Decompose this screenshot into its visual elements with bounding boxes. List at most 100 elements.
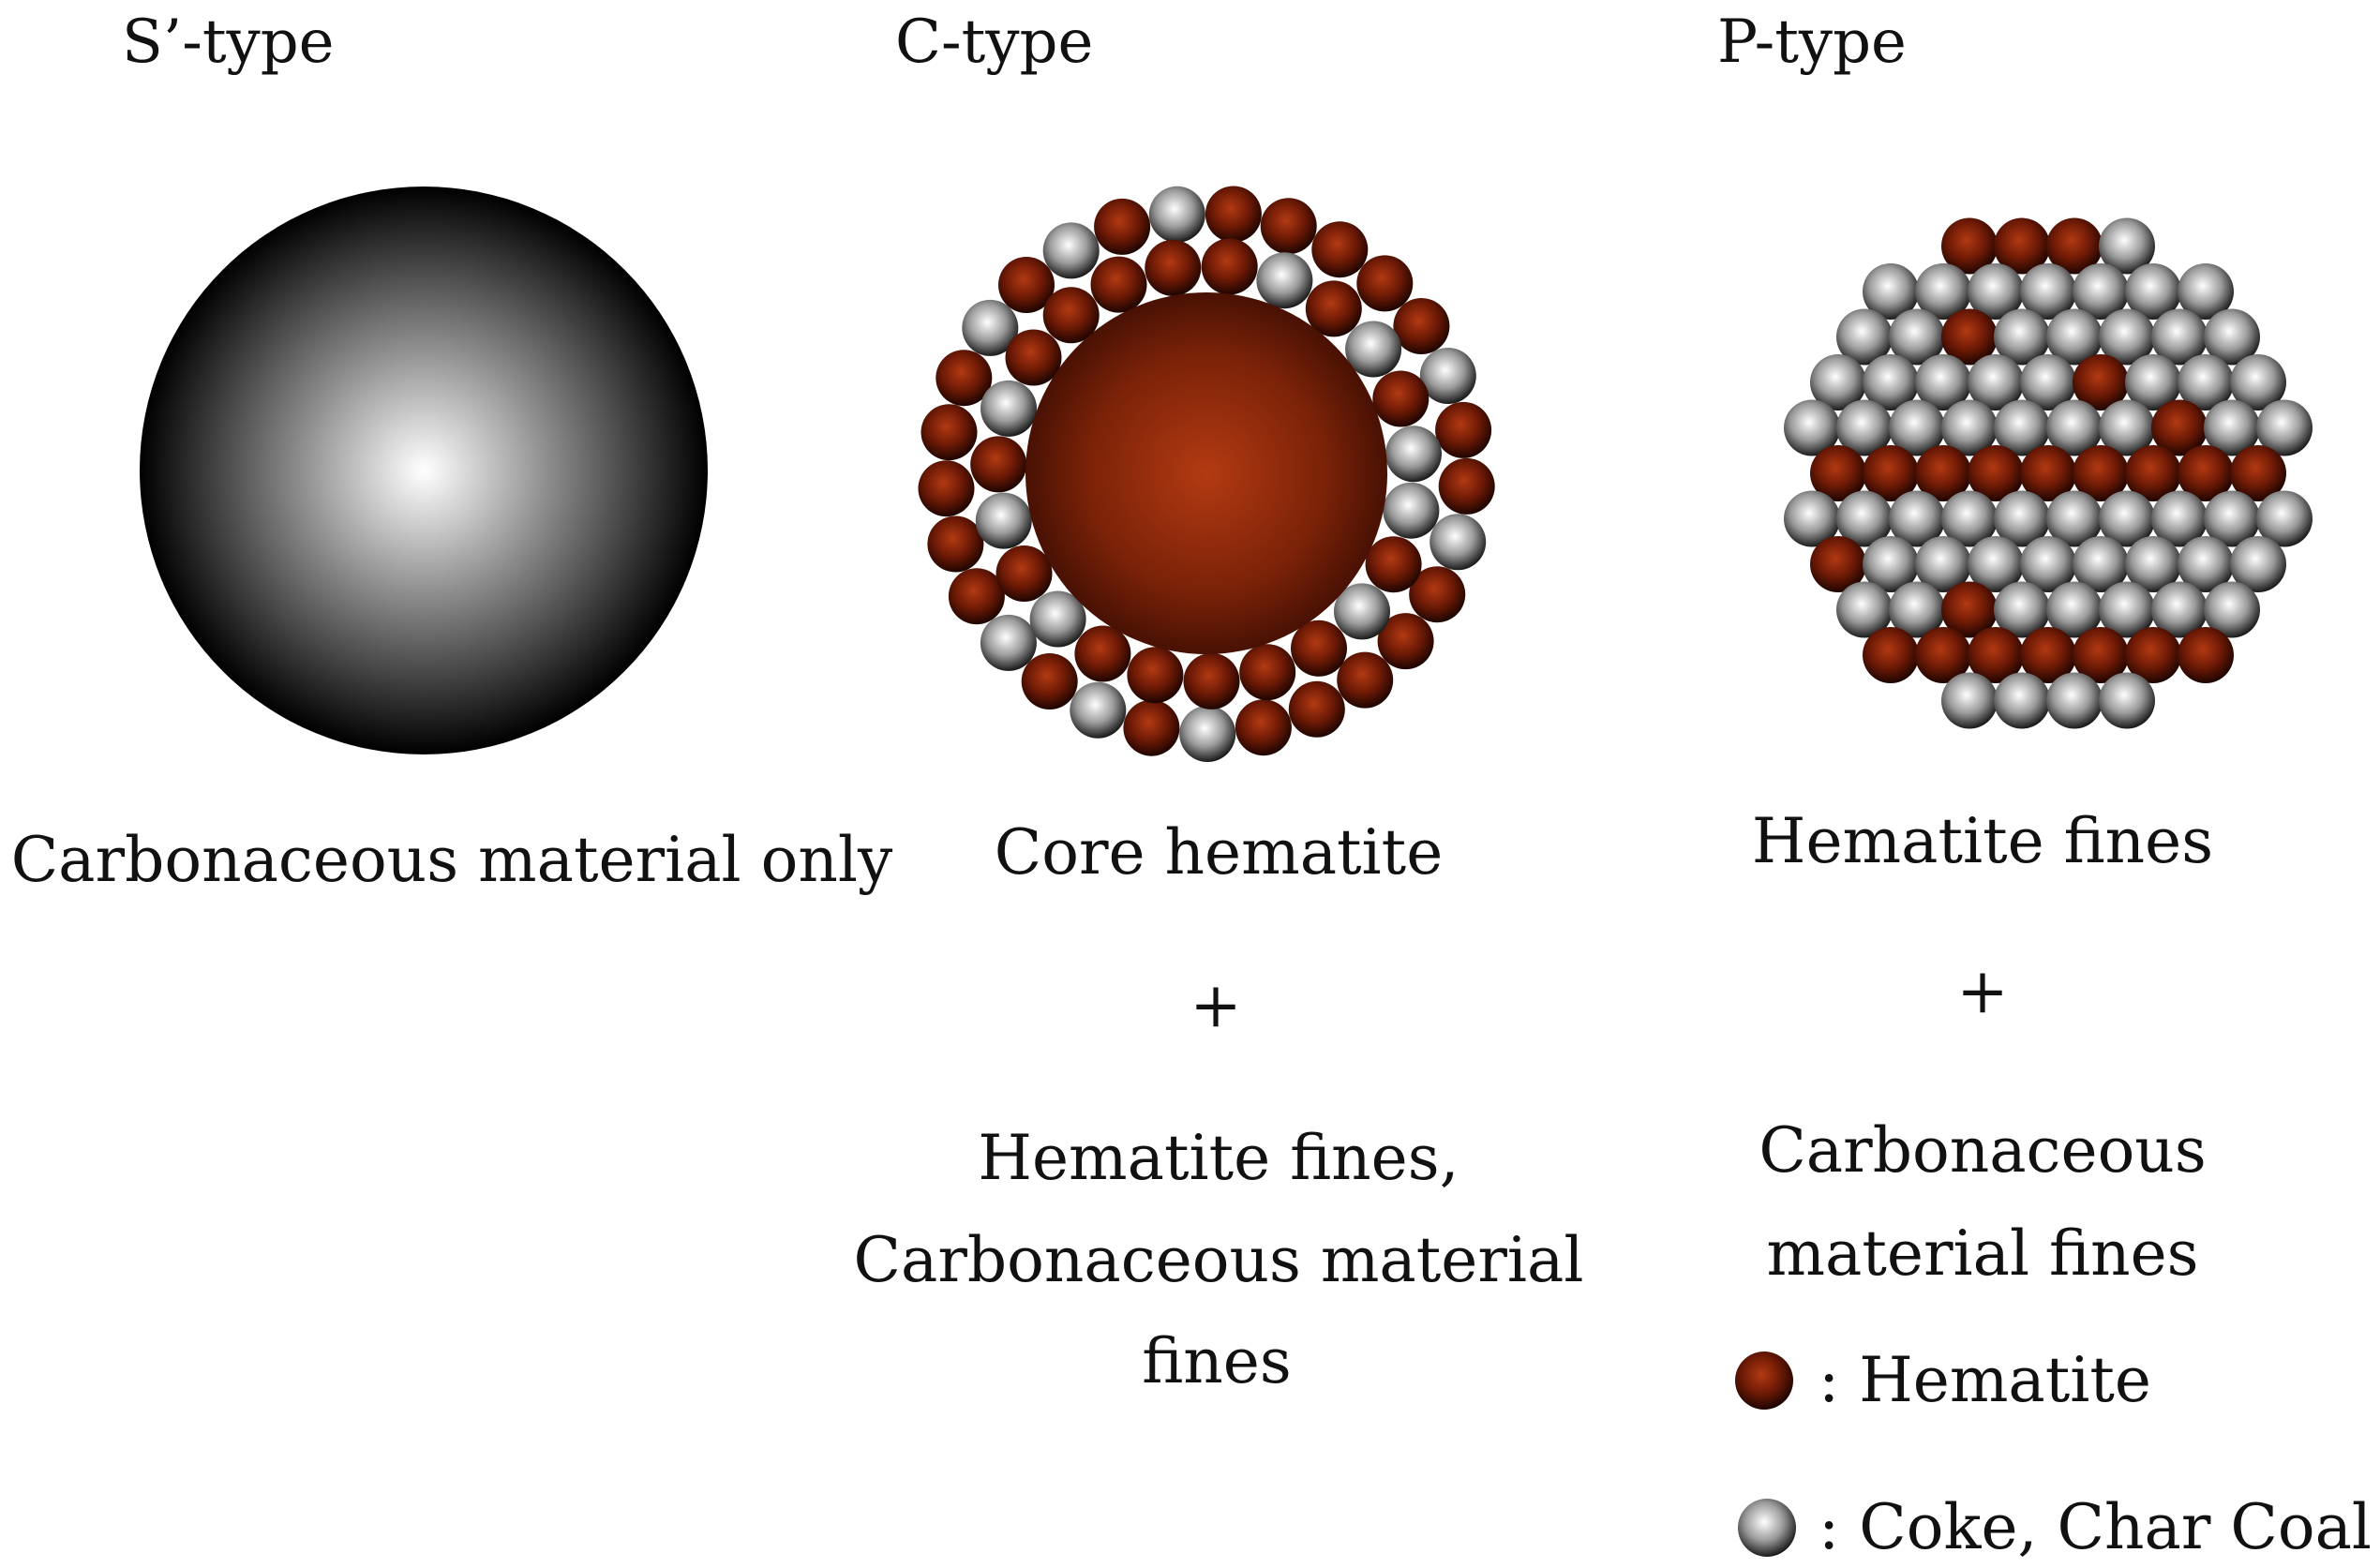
carbon-particle (1383, 482, 1440, 539)
carbon-particle (2230, 536, 2286, 592)
carbon-particle (2125, 536, 2181, 592)
carbon-particle (2046, 308, 2103, 366)
legend-hematite-icon (1735, 1351, 1793, 1410)
hematite-particle (1311, 221, 1369, 278)
carbon-particle (1863, 536, 1919, 592)
carbon-particle (2099, 672, 2155, 729)
carbon-particle (980, 380, 1037, 437)
s-type-caption: Carbonaceous material only (11, 824, 893, 896)
carbon-particle (1994, 399, 2050, 456)
hematite-particle (1291, 620, 1347, 677)
carbon-particle (1042, 222, 1100, 279)
p-type-mixed-fines (1784, 217, 2313, 729)
hematite-particle (1239, 644, 1296, 701)
carbon-particle (1836, 581, 1893, 638)
carbon-particle (1915, 354, 1971, 411)
p-type-plus: + (1956, 955, 2008, 1027)
carbon-particle (2125, 263, 2181, 320)
carbon-particle (2151, 581, 2208, 638)
carbon-particle (1941, 490, 1998, 547)
hematite-particle (2178, 627, 2234, 683)
carbon-particle (1784, 490, 1840, 547)
hematite-particle (921, 404, 978, 461)
carbon-particle (2178, 263, 2234, 320)
hematite-particle (1968, 445, 2024, 501)
carbon-particle (1429, 514, 1487, 571)
hematite-particle (1205, 186, 1262, 243)
hematite-particle (2073, 627, 2129, 683)
carbon-particle (1836, 399, 1893, 456)
carbon-particle (1994, 672, 2050, 729)
hematite-particle (1915, 445, 1971, 501)
carbon-particle (2046, 581, 2103, 638)
carbon-particle (1345, 321, 1402, 378)
carbon-particle (1419, 348, 1476, 404)
carbon-particle (1941, 399, 1998, 456)
hematite-particle (1941, 581, 1998, 638)
carbon-particle (1994, 308, 2050, 366)
carbon-particle (1256, 252, 1313, 309)
hematite-particle (1288, 680, 1345, 738)
hematite-particle (1201, 238, 1258, 295)
carbon-particle (2256, 490, 2313, 547)
hematite-particle (2230, 445, 2286, 501)
carbon-particle (2046, 399, 2103, 456)
hematite-particle (1021, 653, 1078, 709)
c-type-plus: + (1190, 969, 1241, 1041)
carbon-particle (1836, 308, 1893, 366)
hematite-particle (1915, 627, 1971, 683)
carbon-particle (2073, 536, 2129, 592)
carbon-particle (1810, 354, 1866, 411)
carbon-particle (1968, 354, 2024, 411)
carbon-particle (2073, 263, 2129, 320)
carbon-particle (980, 614, 1037, 671)
hematite-particle (1305, 280, 1362, 337)
hematite-particle (927, 515, 984, 573)
hematite-particle (2020, 627, 2076, 683)
hematite-particle (2178, 445, 2234, 501)
hematite-particle (1435, 401, 1492, 458)
hematite-particle (1042, 287, 1100, 344)
carbon-particle (1836, 490, 1893, 547)
legend-hematite-label: : Hematite (1819, 1344, 2151, 1416)
hematite-particle (1260, 198, 1317, 255)
carbon-particle (1334, 583, 1390, 640)
hematite-particle (1127, 647, 1184, 704)
carbon-particle (2256, 399, 2313, 456)
carbon-particle (2125, 354, 2181, 411)
carbon-particle (2204, 490, 2260, 547)
hematite-particle (1941, 217, 1998, 275)
c-type-caption-fines-2: Carbonaceous material (854, 1224, 1584, 1296)
hematite-particle (1810, 536, 1866, 592)
hematite-particle (2125, 445, 2181, 501)
carbon-particle (2099, 399, 2155, 456)
carbon-particle (1863, 263, 1919, 320)
carbon-particle (1994, 581, 2050, 638)
carbon-particle (1889, 399, 1945, 456)
carbon-particle (962, 299, 1019, 356)
hematite-particle (1123, 699, 1180, 756)
carbon-particle (2178, 354, 2234, 411)
p-type-title: P-type (1717, 7, 1907, 77)
carbon-particle (2204, 399, 2260, 456)
hematite-particle (2046, 217, 2103, 275)
hematite-particle (1372, 370, 1429, 427)
carbon-particle (1863, 354, 1919, 411)
hematite-particle (1090, 256, 1147, 313)
legend-carbon-label: : Coke, Char Coal (1819, 1491, 2372, 1563)
hematite-particle (2151, 399, 2208, 456)
carbon-particle (1889, 581, 1945, 638)
hematite-particle (936, 350, 993, 407)
carbon-particle (2151, 490, 2208, 547)
p-type-caption-hematite: Hematite fines (1752, 805, 2213, 877)
s-type-carbon-sphere (140, 187, 708, 754)
carbon-particle (1968, 536, 2024, 592)
hematite-particle (1863, 627, 1919, 683)
carbon-particle (1994, 490, 2050, 547)
hematite-particle (1377, 613, 1434, 670)
hematite-particle (2073, 445, 2129, 501)
carbon-particle (1385, 426, 1442, 483)
hematite-particle (948, 568, 1005, 625)
hematite-particle (2020, 445, 2076, 501)
hematite-particle (1005, 329, 1062, 386)
